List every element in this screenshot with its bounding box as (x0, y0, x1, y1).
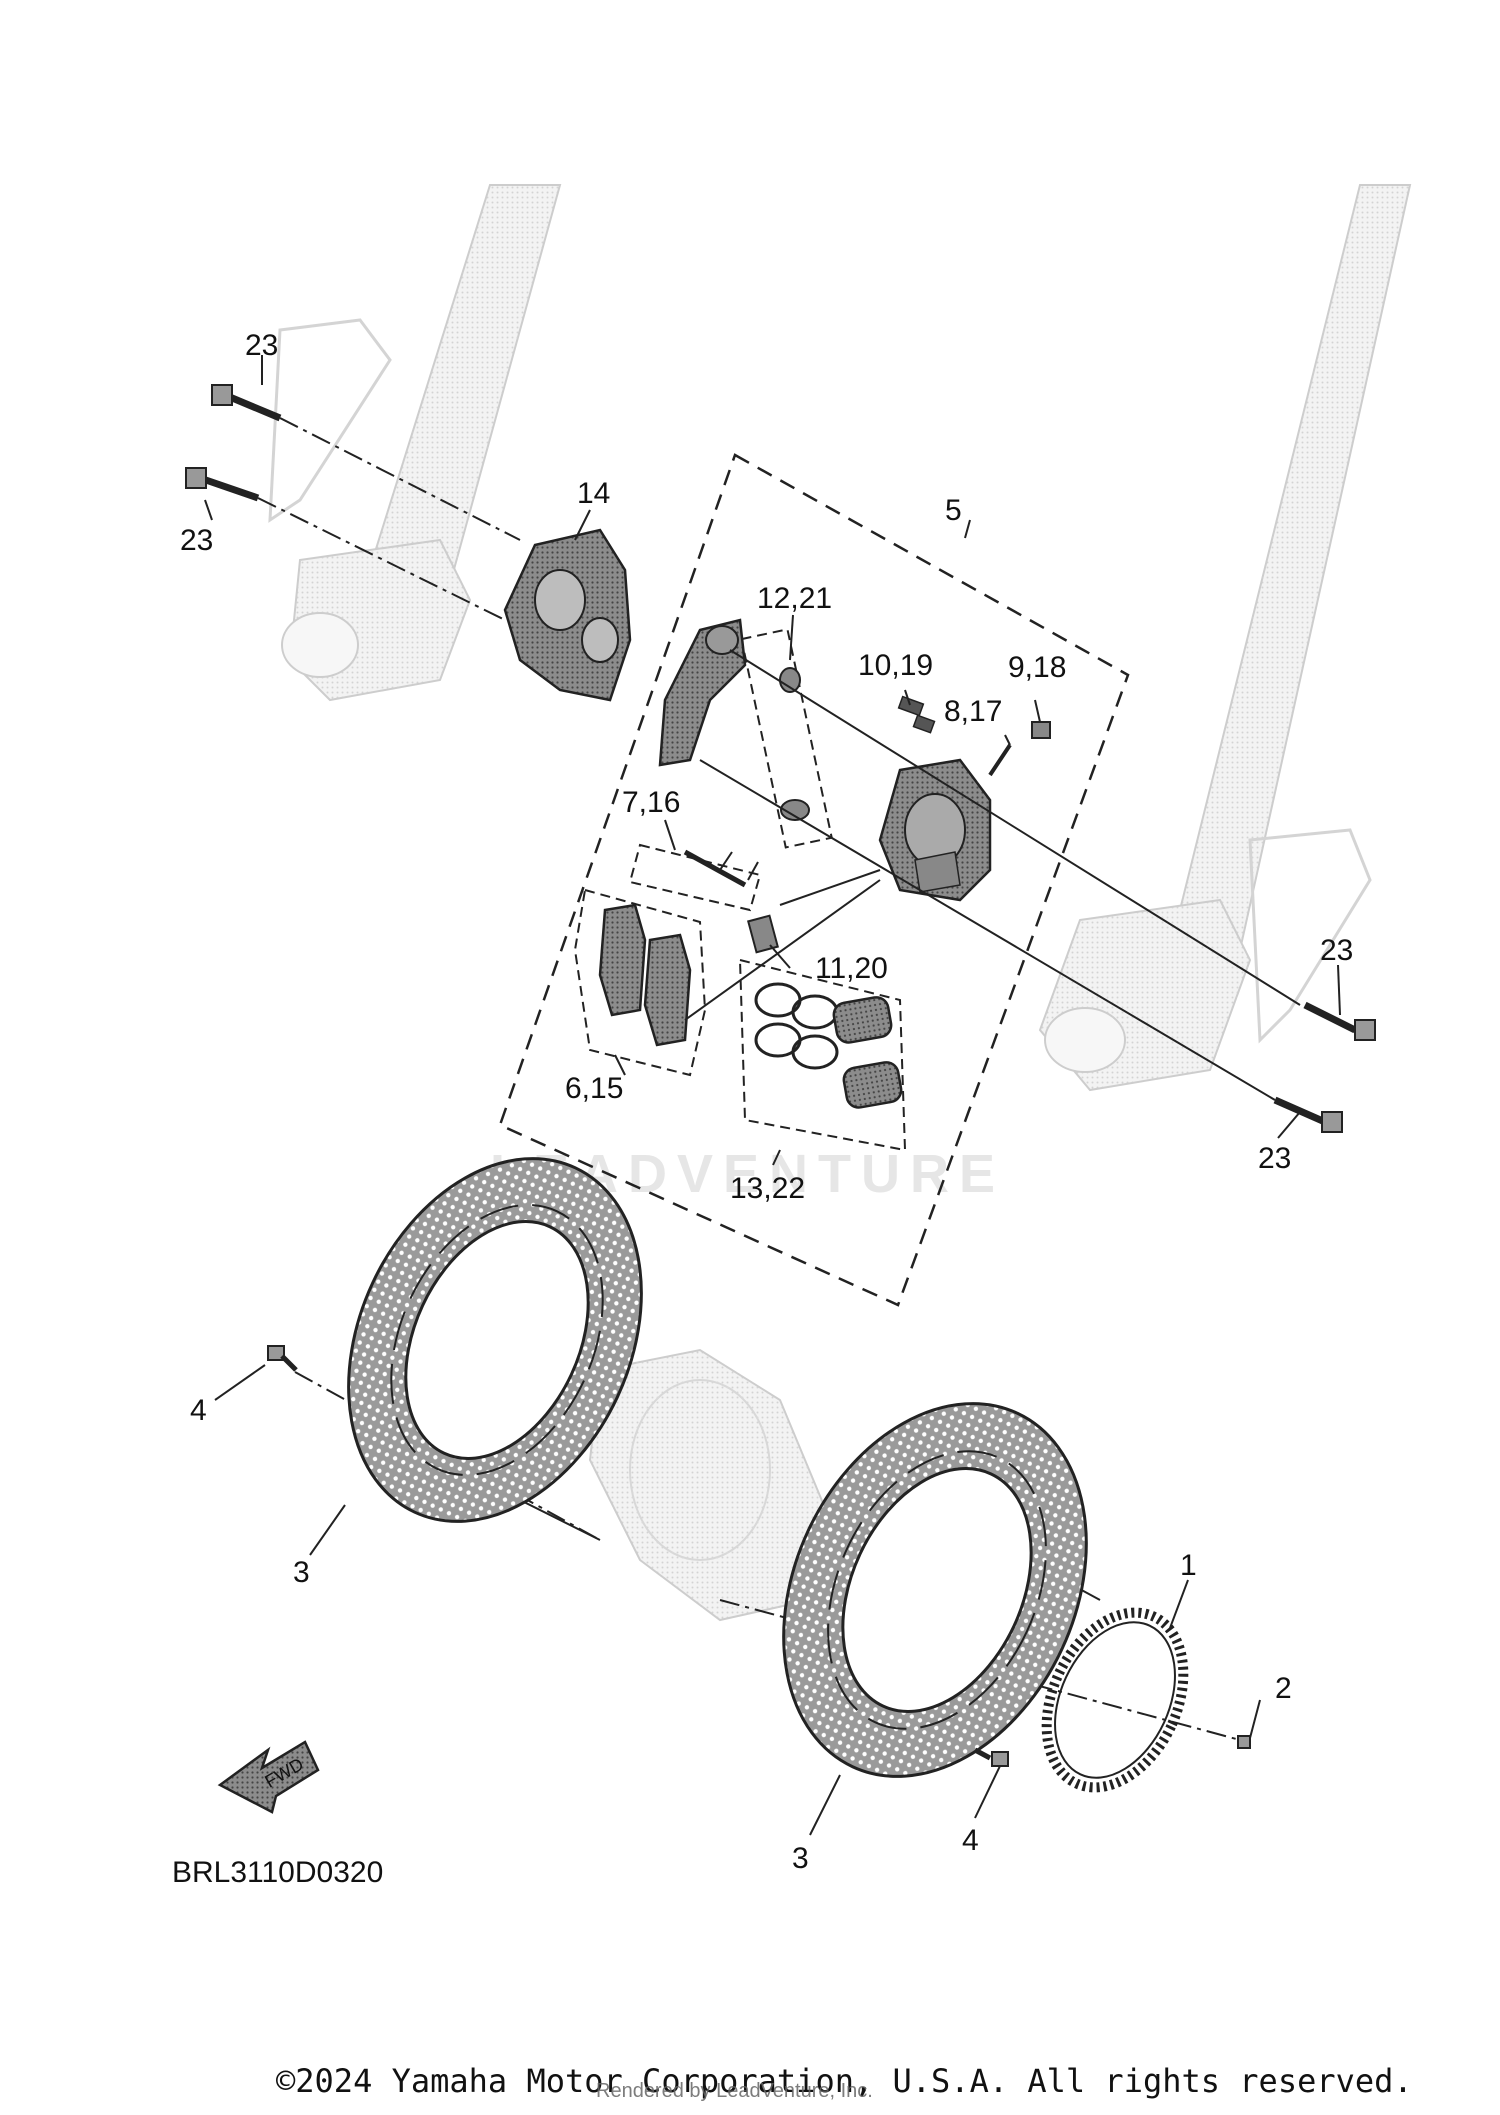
right-fork (1038, 184, 1412, 1092)
brake-disc-right (782, 1402, 1088, 1778)
brake-disc-left (347, 1157, 643, 1523)
callout-5: 5 (945, 494, 962, 527)
seal-group-outline (738, 958, 907, 1152)
leader-lines (204, 355, 1341, 1836)
diagram-code: BRL3110D0320 (172, 1856, 383, 1889)
callout-13-22: 13,22 (730, 1172, 805, 1205)
callout-23-right: 23 (1320, 934, 1353, 967)
caliper-bracket (503, 528, 632, 702)
sensor-rotor (1041, 1607, 1189, 1793)
brake-pads (598, 903, 692, 1047)
callout-1: 1 (1180, 1549, 1197, 1582)
callout-23-left: 23 (180, 524, 213, 557)
callout-3-right: 3 (792, 1842, 809, 1875)
wheel-hub (588, 1348, 832, 1622)
callout-23-top-left: 23 (245, 329, 278, 362)
callout-10-19: 10,19 (858, 649, 933, 682)
caliper-small-parts (683, 667, 1051, 954)
caliper-support (658, 618, 747, 767)
pad-group-outline (573, 888, 707, 1077)
callout-23-bottom-right: 23 (1258, 1142, 1291, 1175)
callout-3-left: 3 (293, 1556, 310, 1589)
callout-14: 14 (577, 477, 610, 510)
callout-2: 2 (1275, 1672, 1292, 1705)
callout-8-17: 8,17 (944, 695, 1002, 728)
pad-pin-group-outline (628, 843, 762, 912)
callout-6-15: 6,15 (565, 1072, 623, 1105)
rendered-by-notice: Rendered by LeadVenture, Inc. (596, 2080, 873, 2102)
callout-4-left: 4 (190, 1394, 207, 1427)
caliper-assembly-outline (498, 453, 1130, 1307)
callout-9-18: 9,18 (1008, 651, 1066, 684)
seals-and-pistons (754, 982, 903, 1109)
callout-7-16: 7,16 (622, 786, 680, 819)
disc-bolts (267, 1345, 1251, 1767)
copyright-notice: ©2024 Yamaha Motor Corporation, U.S.A. A… (276, 2062, 1413, 2100)
mounting-bolts (185, 384, 1376, 1133)
callout-11-20: 11,20 (815, 952, 888, 985)
callout-4-right: 4 (962, 1824, 979, 1857)
callout-12-21: 12,21 (757, 582, 832, 615)
caliper-body (878, 758, 992, 902)
fwd-arrow-icon: FWD (217, 1740, 320, 1814)
